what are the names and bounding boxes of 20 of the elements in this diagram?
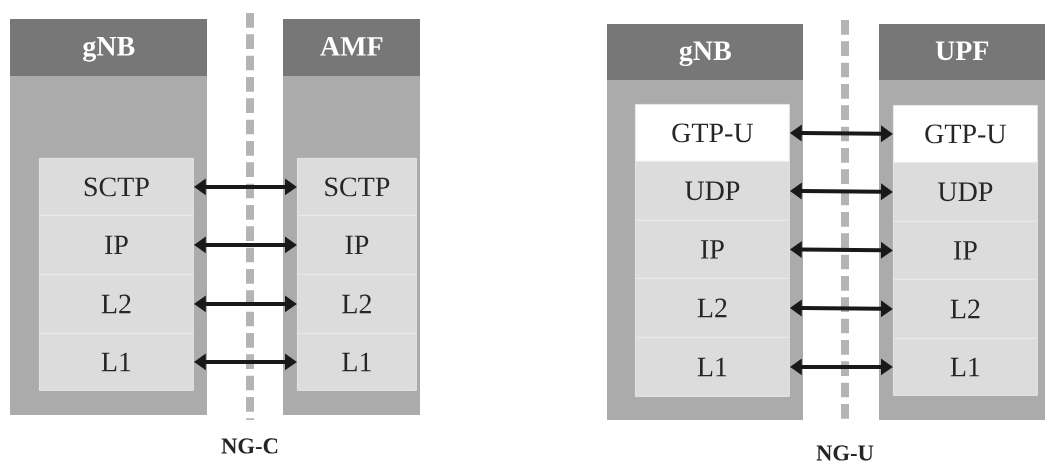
layer-box: L1 bbox=[893, 338, 1038, 396]
layer-box: GTP-U bbox=[635, 104, 790, 162]
layer-box: UDP bbox=[635, 161, 790, 221]
layer-box: UDP bbox=[893, 162, 1038, 222]
interface-label: NG-U bbox=[816, 445, 874, 461]
layer-box: IP bbox=[297, 215, 417, 275]
layer-box: L2 bbox=[39, 274, 194, 334]
layer-box: IP bbox=[893, 221, 1038, 280]
interface-label: NG-C bbox=[221, 438, 278, 454]
layer-box: L2 bbox=[635, 278, 790, 338]
layer-box: L1 bbox=[39, 333, 194, 391]
layer-box: IP bbox=[635, 220, 790, 279]
layer-box: L1 bbox=[297, 333, 417, 391]
layer-box: IP bbox=[39, 215, 194, 275]
layer-box: GTP-U bbox=[893, 105, 1038, 163]
layer-box: L2 bbox=[297, 274, 417, 334]
layer-box: L2 bbox=[893, 279, 1038, 339]
layer-box: L1 bbox=[635, 337, 790, 397]
layer-box: SCTP bbox=[297, 158, 417, 216]
layer-box: SCTP bbox=[39, 158, 194, 216]
